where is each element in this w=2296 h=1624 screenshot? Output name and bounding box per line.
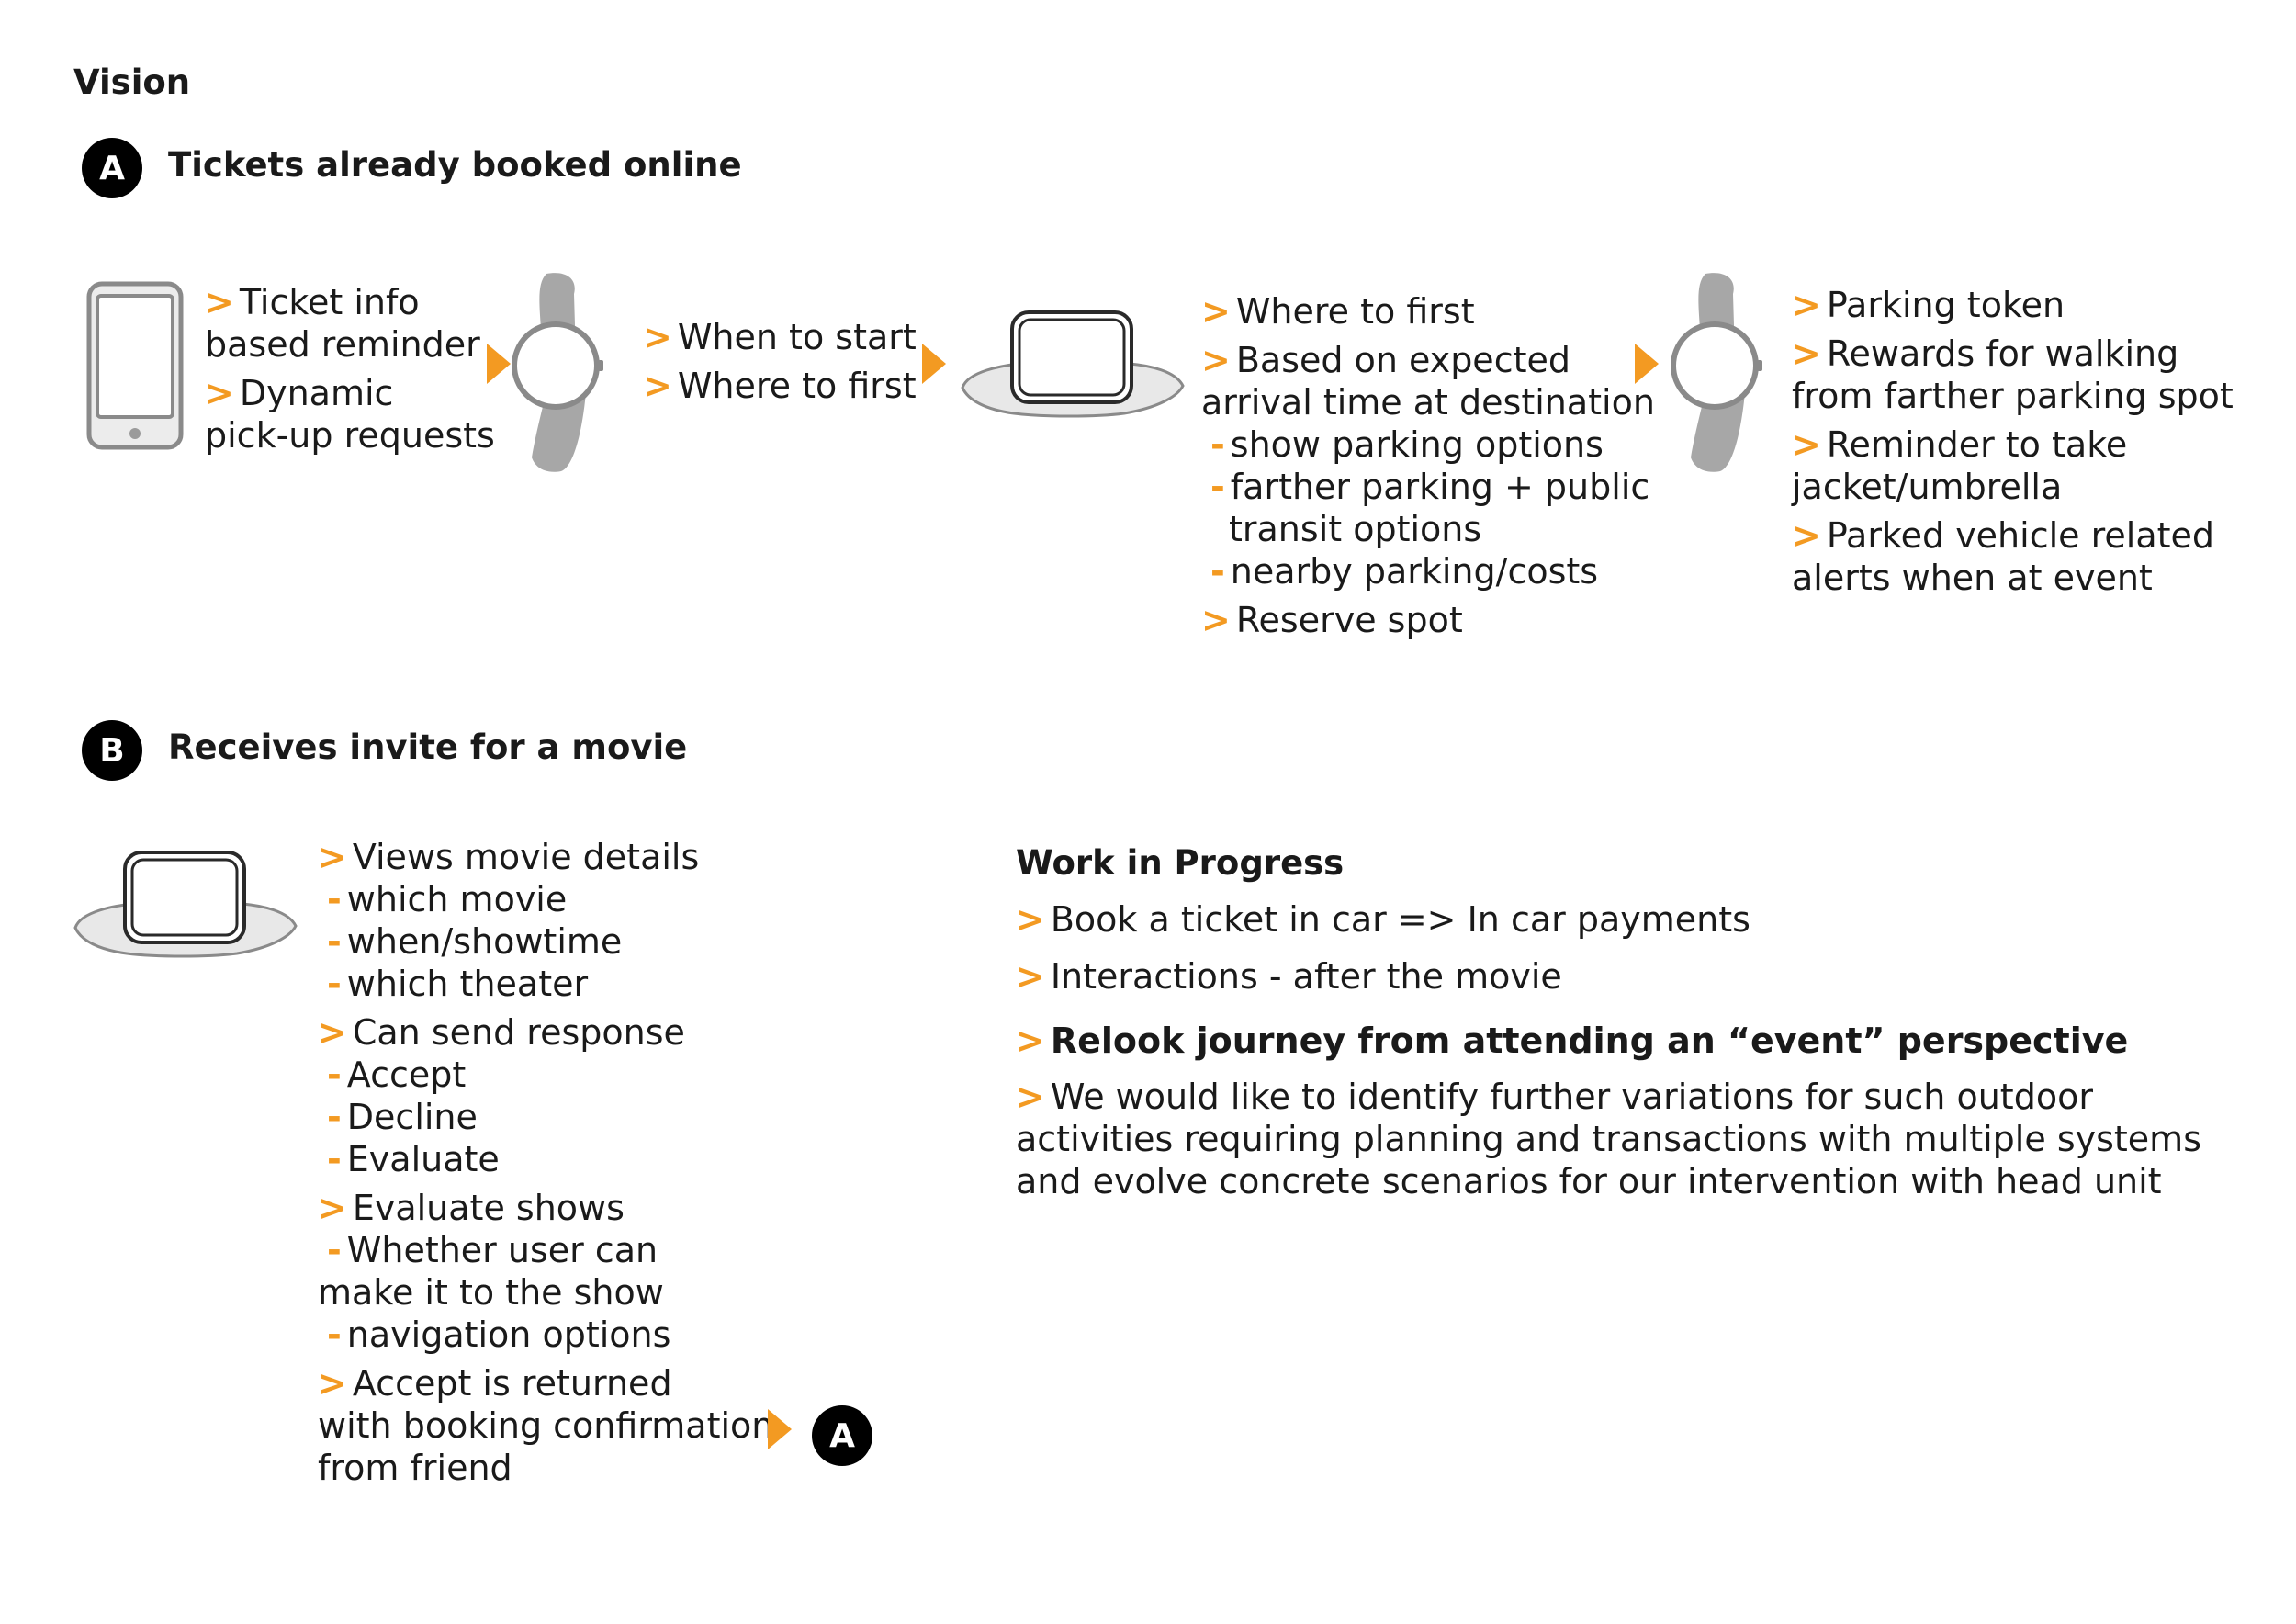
list-item: >Dynamic (205, 373, 394, 413)
flow-arrow-icon (768, 1409, 792, 1449)
bullet-marker: > (643, 317, 672, 357)
list-item: pick-up requests (205, 415, 495, 456)
list-item: >Ticket info (205, 282, 420, 322)
list-item: make it to the show (318, 1272, 664, 1313)
wip-item-continuation: and evolve concrete scenarios for our in… (1016, 1161, 2162, 1201)
section-b-badge: B (82, 720, 142, 781)
wip-title: Work in Progress (1016, 843, 1345, 883)
bullet-marker: > (318, 1188, 347, 1228)
list-item: >Rewards for walking (1792, 333, 2179, 374)
flow-arrow-icon (1635, 344, 1659, 384)
phone-icon (86, 281, 184, 450)
wip-item: >Relook journey from attending an “event… (1016, 1021, 2129, 1061)
bullet-marker: > (318, 837, 347, 877)
bullet-marker: > (1792, 333, 1821, 374)
section-a-title: Tickets already booked online (168, 145, 742, 185)
wip-item: >We would like to identify further varia… (1016, 1077, 2093, 1117)
list-item: >Where to first (643, 366, 917, 406)
list-item: >Reminder to take (1792, 424, 2128, 465)
watch-event-feature-list: >Parking token >Rewards for walking from… (1792, 284, 2234, 599)
phone-feature-list: >Ticket info based reminder >Dynamic pic… (205, 281, 495, 457)
dash-marker: - (1210, 467, 1225, 507)
car-head-unit-icon (961, 310, 1185, 418)
bullet-marker: > (1016, 1077, 1045, 1117)
list-item: >When to start (643, 317, 917, 357)
smartwatch-icon (1678, 274, 1779, 476)
invite-feature-list: >Views movie details -which movie -when/… (318, 836, 773, 1489)
list-item: >Accept is returned (318, 1363, 672, 1404)
list-item: alerts when at event (1792, 558, 2153, 598)
bullet-marker: > (1792, 515, 1821, 556)
list-item: >Evaluate shows (318, 1188, 625, 1228)
car-head-unit-icon (73, 851, 298, 958)
list-item: >Reserve spot (1201, 600, 1463, 640)
list-item: -navigation options (327, 1314, 671, 1355)
list-item: -Decline (327, 1097, 478, 1137)
bullet-marker: > (1016, 956, 1045, 997)
wip-item: >Book a ticket in car => In car payments (1016, 899, 1750, 940)
list-item: -show parking options (1210, 424, 1604, 465)
list-item: -when/showtime (327, 921, 623, 962)
list-item: >Views movie details (318, 837, 700, 877)
bullet-marker: > (1016, 899, 1045, 940)
bullet-marker: > (318, 1012, 347, 1053)
section-a-badge: A (82, 138, 142, 198)
flow-arrow-icon (922, 344, 946, 384)
head-unit-feature-list: >Where to first >Based on expected arriv… (1201, 290, 1655, 641)
bullet-marker: > (1201, 600, 1231, 640)
dash-marker: - (327, 1230, 342, 1270)
dash-marker: - (327, 1139, 342, 1179)
list-item: -Evaluate (327, 1139, 500, 1179)
list-item: with booking confirmation (318, 1405, 774, 1446)
section-b-title: Receives invite for a movie (168, 727, 688, 767)
list-item: transit options (1229, 509, 1482, 549)
dash-marker: - (327, 964, 342, 1004)
list-item: jacket/umbrella (1792, 467, 2063, 507)
list-item: -Whether user can (327, 1230, 658, 1270)
list-item: -Accept (327, 1054, 467, 1095)
bullet-marker: > (1016, 1021, 1045, 1061)
bullet-marker: > (1201, 291, 1231, 332)
list-item: >Where to first (1201, 291, 1475, 332)
list-item: -farther parking + public (1210, 467, 1650, 507)
smartwatch-icon (519, 274, 620, 476)
list-item: >Based on expected (1201, 340, 1570, 380)
dash-marker: - (327, 1314, 342, 1355)
watch-feature-list: >When to start >Where to first (643, 316, 917, 407)
bullet-marker: > (205, 282, 234, 322)
wip-item-continuation: activities requiring planning and transa… (1016, 1119, 2201, 1159)
bullet-marker: > (318, 1363, 347, 1404)
section-a-link-badge: A (812, 1405, 872, 1466)
list-item: based reminder (205, 324, 480, 365)
dash-marker: - (1210, 424, 1225, 465)
bullet-marker: > (205, 373, 234, 413)
wip-item: >Interactions - after the movie (1016, 956, 1562, 997)
list-item: >Parking token (1792, 285, 2065, 325)
bullet-marker: > (1201, 340, 1231, 380)
bullet-marker: > (643, 366, 672, 406)
list-item: arrival time at destination (1201, 382, 1655, 423)
list-item: -which theater (327, 964, 589, 1004)
flow-arrow-icon (487, 344, 511, 384)
list-item: -nearby parking/costs (1210, 551, 1599, 592)
dash-marker: - (327, 921, 342, 962)
list-item: from farther parking spot (1792, 376, 2234, 416)
list-item: >Parked vehicle related (1792, 515, 2215, 556)
list-item: -which movie (327, 879, 568, 919)
page-title: Vision (73, 62, 191, 102)
bullet-marker: > (1792, 285, 1821, 325)
dash-marker: - (1210, 551, 1225, 592)
dash-marker: - (327, 1097, 342, 1137)
dash-marker: - (327, 1054, 342, 1095)
list-item: >Can send response (318, 1012, 685, 1053)
dash-marker: - (327, 879, 342, 919)
bullet-marker: > (1792, 424, 1821, 465)
list-item: from friend (318, 1448, 512, 1488)
